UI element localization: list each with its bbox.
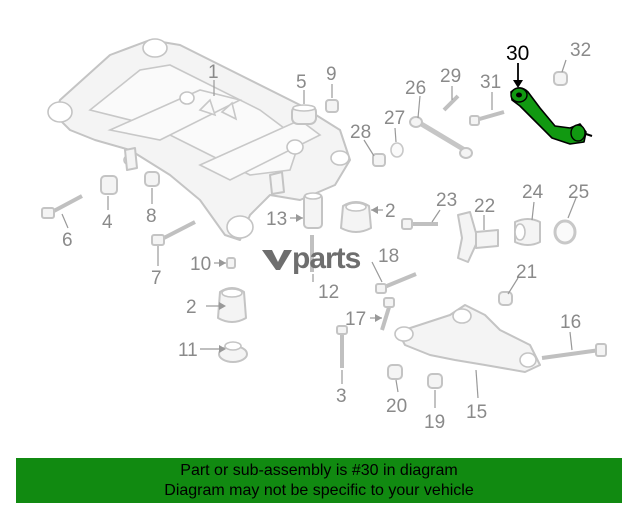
nut-part-8 (144, 171, 160, 187)
bolt-part-3 (336, 325, 348, 368)
parts-diagram: parts 1 5 9 4 8 6 7 10 13 2 2 11 12 3 17… (41, 38, 607, 433)
callout-28: 28 (350, 122, 371, 143)
mount-part-2-lower (217, 287, 247, 323)
callout-6: 6 (62, 230, 73, 251)
bushing-part-4 (100, 175, 118, 195)
callout-24: 24 (522, 182, 544, 203)
callout-20: 20 (386, 396, 407, 417)
bushing-part-5 (291, 104, 317, 125)
nut-part-20 (387, 364, 403, 380)
mount-part-11 (218, 341, 248, 363)
nut-part-28 (372, 153, 386, 167)
nut-part-32 (553, 71, 568, 86)
watermark-text: parts (292, 242, 361, 275)
watermark-logo: parts (262, 242, 362, 275)
callout-22: 22 (474, 196, 495, 217)
control-arm-part-15 (394, 304, 541, 373)
bolt-part-7 (151, 220, 196, 246)
callout-19: 19 (424, 412, 445, 433)
footer-line-1: Part or sub-assembly is #30 in diagram (180, 462, 458, 479)
footer-banner: Part or sub-assembly is #30 in diagram D… (16, 458, 622, 503)
callout-12: 12 (318, 282, 339, 303)
callout-17: 17 (345, 309, 366, 330)
link-part-26 (409, 116, 473, 159)
callout-2-upper: 2 (385, 201, 396, 222)
callout-31: 31 (480, 72, 501, 93)
highlighted-part-30[interactable] (510, 87, 593, 145)
callout-labels: 1 5 9 4 8 6 7 10 13 2 2 11 12 3 17 18 20… (62, 40, 591, 433)
callout-5: 5 (296, 72, 307, 93)
nut-part-9 (325, 99, 339, 113)
callout-9: 9 (326, 64, 337, 85)
bolt-part-6 (41, 194, 83, 219)
leader-lines (61, 59, 577, 408)
callout-18: 18 (378, 246, 399, 267)
callout-1: 1 (208, 62, 219, 83)
callout-16: 16 (560, 312, 581, 333)
callout-3: 3 (336, 386, 347, 407)
mount-part-2-upper (340, 201, 372, 233)
bolt-part-18 (375, 272, 417, 294)
callout-13: 13 (266, 209, 287, 230)
ring-part-25 (553, 219, 577, 245)
nut-part-10 (226, 257, 236, 269)
callout-8: 8 (146, 206, 157, 227)
callout-23: 23 (436, 190, 457, 211)
bushing-part-24 (514, 218, 541, 246)
bolt-part-29 (442, 94, 460, 112)
bolt-part-17 (380, 297, 395, 331)
callout-10: 10 (190, 254, 211, 275)
callout-26: 26 (405, 78, 426, 99)
nut-part-21 (498, 291, 513, 306)
callout-25: 25 (568, 182, 589, 203)
link-part-22 (457, 211, 499, 263)
bolt-part-31 (469, 110, 505, 126)
callout-29: 29 (440, 66, 461, 87)
nut-part-19 (427, 373, 443, 389)
bushing-part-13 (303, 192, 323, 229)
callout-4: 4 (102, 212, 113, 233)
bolt-part-23 (401, 218, 438, 230)
bolt-part-16 (541, 343, 607, 360)
subframe-part-1 (47, 38, 351, 241)
callout-7: 7 (151, 268, 162, 289)
callout-30: 30 (506, 42, 529, 65)
callout-21: 21 (516, 262, 537, 283)
callout-11: 11 (178, 340, 198, 361)
footer-line-2: Diagram may not be specific to your vehi… (164, 482, 474, 499)
callout-15: 15 (466, 402, 487, 423)
callout-32: 32 (570, 40, 591, 61)
callout-2-lower: 2 (186, 297, 197, 318)
clip-part-27 (390, 142, 404, 158)
callout-27: 27 (384, 108, 405, 129)
